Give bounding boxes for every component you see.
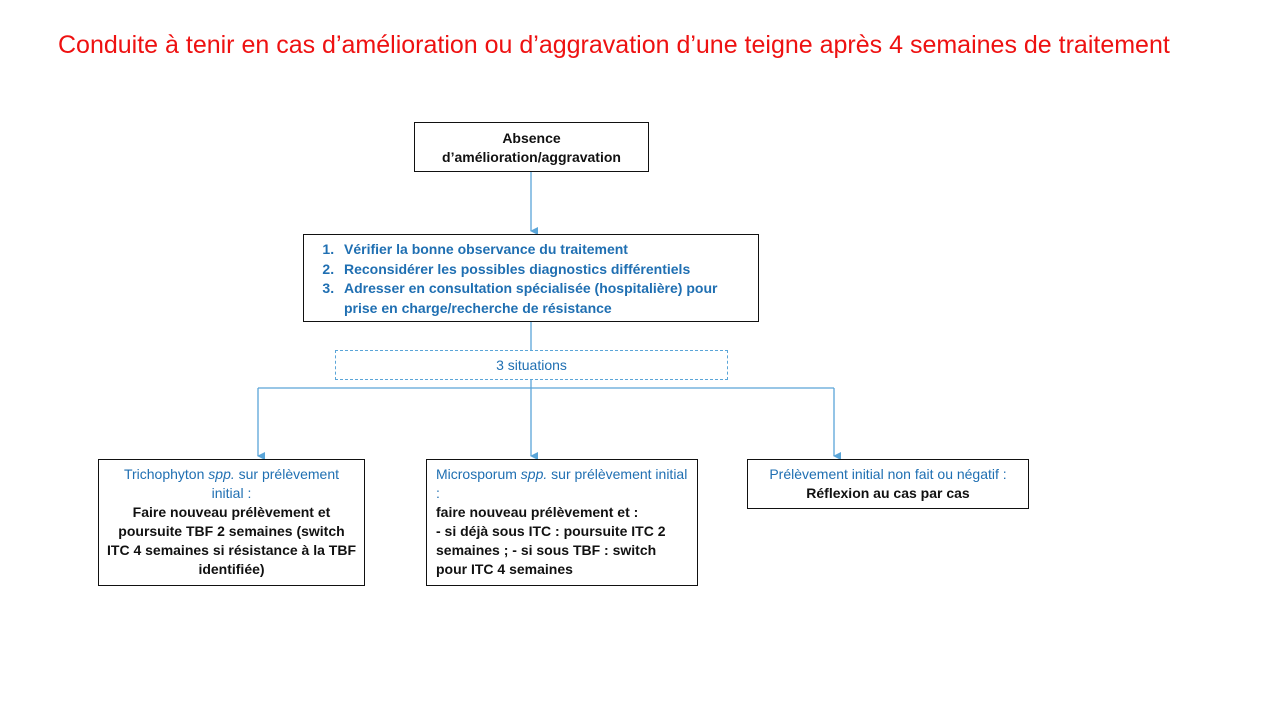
case-heading: Microsporum spp. sur prélèvement initial… xyxy=(436,465,689,503)
case-heading-prefix: Trichophyton xyxy=(123,466,209,482)
case-box-no-sample: Prélèvement initial non fait ou négatif … xyxy=(747,459,1029,509)
step-item: Reconsidérer les possibles diagnostics d… xyxy=(338,260,750,280)
case-heading-suffix: sur prélèvement initial : xyxy=(211,466,340,501)
case-body: Faire nouveau prélèvement et poursuite T… xyxy=(107,504,357,577)
case-box-trichophyton: Trichophyton spp. sur prélèvement initia… xyxy=(98,459,365,586)
steps-list: Vérifier la bonne observance du traiteme… xyxy=(312,240,750,318)
page-title: Conduite à tenir en cas d’amélioration o… xyxy=(58,31,1170,59)
case-heading-italic: spp. xyxy=(520,466,548,482)
start-box: Absence d’amélioration/aggravation xyxy=(414,122,649,172)
case-heading-prefix: Microsporum xyxy=(436,466,521,482)
step-item: Vérifier la bonne observance du traiteme… xyxy=(338,240,750,260)
start-box-line-1: Absence xyxy=(502,130,561,146)
case-heading: Prélèvement initial non fait ou négatif … xyxy=(769,466,1007,482)
case-body: Réflexion au cas par cas xyxy=(806,485,970,501)
case-heading-suffix: sur prélèvement initial : xyxy=(436,466,688,501)
start-box-line-2: d’amélioration/aggravation xyxy=(442,149,621,165)
case-body-line-1: faire nouveau prélèvement et : xyxy=(436,504,639,520)
step-item: Adresser en consultation spécialisée (ho… xyxy=(338,279,750,318)
situations-box: 3 situations xyxy=(335,350,728,380)
case-heading-italic: spp. xyxy=(208,466,235,482)
case-body-line-2: - si déjà sous ITC : poursuite ITC 2 sem… xyxy=(436,523,666,577)
case-box-microsporum: Microsporum spp. sur prélèvement initial… xyxy=(426,459,698,586)
steps-box: Vérifier la bonne observance du traiteme… xyxy=(303,234,759,322)
case-heading: Trichophyton spp. sur prélèvement initia… xyxy=(107,465,356,503)
